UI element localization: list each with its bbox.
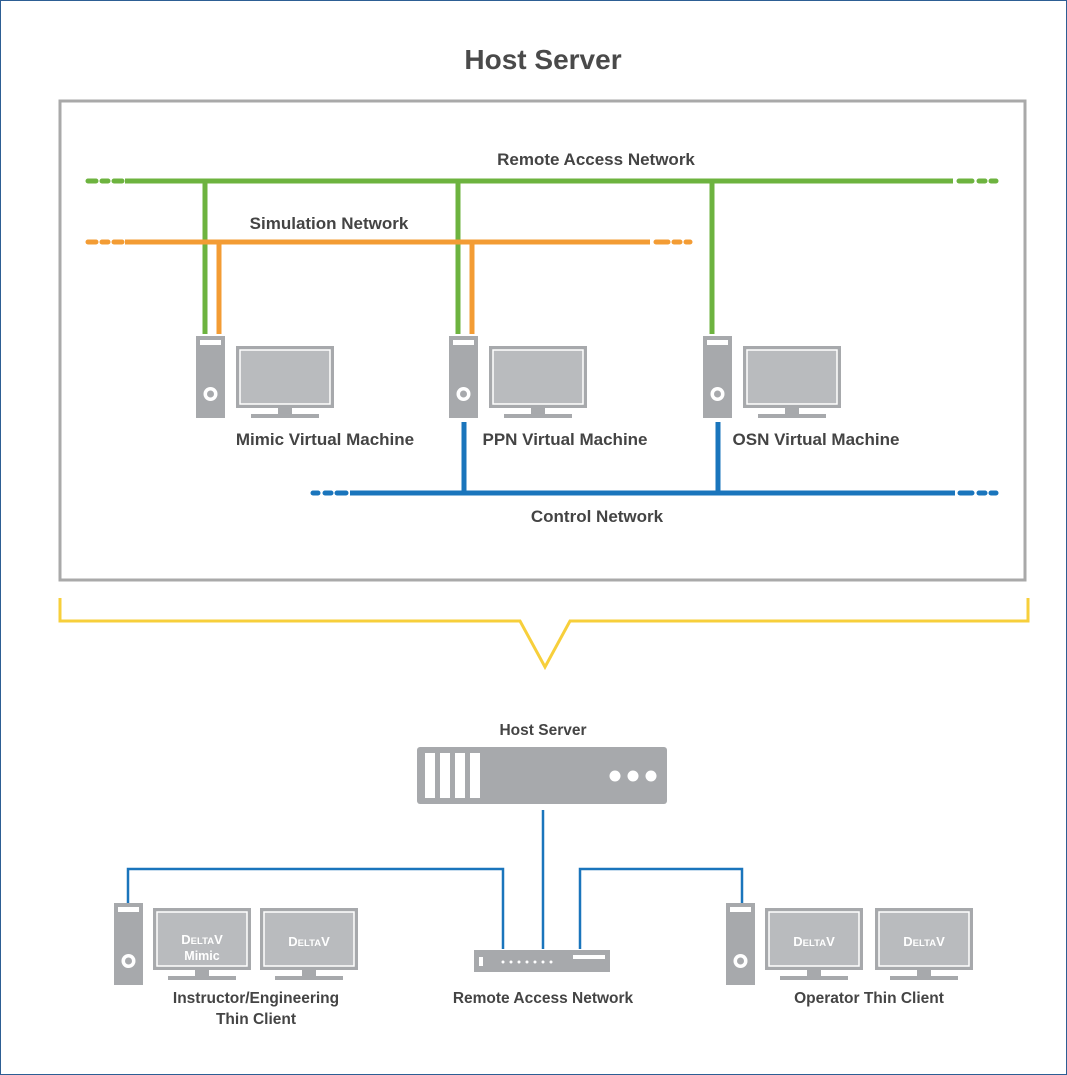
control-network-line xyxy=(310,422,999,496)
ppn-vm-label: PPN Virtual Machine xyxy=(482,430,648,449)
logo-small-letters: ELTA xyxy=(191,936,215,947)
host-server-icon xyxy=(417,747,667,804)
diagram-title: Host Server xyxy=(464,44,622,75)
instructor-client-label-line2: Thin Client xyxy=(215,1011,297,1028)
remote-access-network-label: Remote Access Network xyxy=(497,150,695,169)
operator-client-label: Operator Thin Client xyxy=(794,990,944,1007)
deltav-logo-instructor: DELTAV xyxy=(288,934,330,949)
host-server-box xyxy=(58,99,1027,582)
simulation-network-label: Simulation Network xyxy=(249,214,409,233)
deltav-logo-operator-1: DELTAV xyxy=(793,934,835,949)
simulation-network-line xyxy=(85,239,693,334)
osn-vm-tower-icon xyxy=(703,336,732,418)
mimic-vm-tower-icon xyxy=(196,336,225,418)
deltav-logo-operator-2: DELTAV xyxy=(903,934,945,949)
osn-vm-label: OSN Virtual Machine xyxy=(732,430,900,449)
ppn-vm-monitor-icon xyxy=(488,345,588,419)
deltav-logo-instructor-mimic: DELTAV xyxy=(181,932,223,947)
logo-big-letter: D xyxy=(181,932,190,947)
control-network-label: Control Network xyxy=(530,507,664,526)
physical-network-links xyxy=(126,810,744,949)
operator-tower-icon xyxy=(726,903,755,985)
osn-vm-monitor-icon xyxy=(742,345,842,419)
logo-end-letter: V xyxy=(214,932,223,947)
host-server-label: Host Server xyxy=(499,722,587,739)
zoom-bracket xyxy=(58,598,1030,671)
remote-access-network-line xyxy=(85,178,999,334)
switch-label: Remote Access Network xyxy=(452,990,634,1007)
mimic-vm-monitor-icon xyxy=(235,345,335,419)
network-switch-icon xyxy=(474,950,610,972)
mimic-screen-label: Mimic xyxy=(184,949,219,963)
instructor-client-label-line1: Instructor/Engineering xyxy=(172,990,340,1007)
instructor-tower-icon xyxy=(114,903,143,985)
mimic-vm-label: Mimic Virtual Machine xyxy=(235,430,415,449)
ppn-vm-tower-icon xyxy=(449,336,478,418)
